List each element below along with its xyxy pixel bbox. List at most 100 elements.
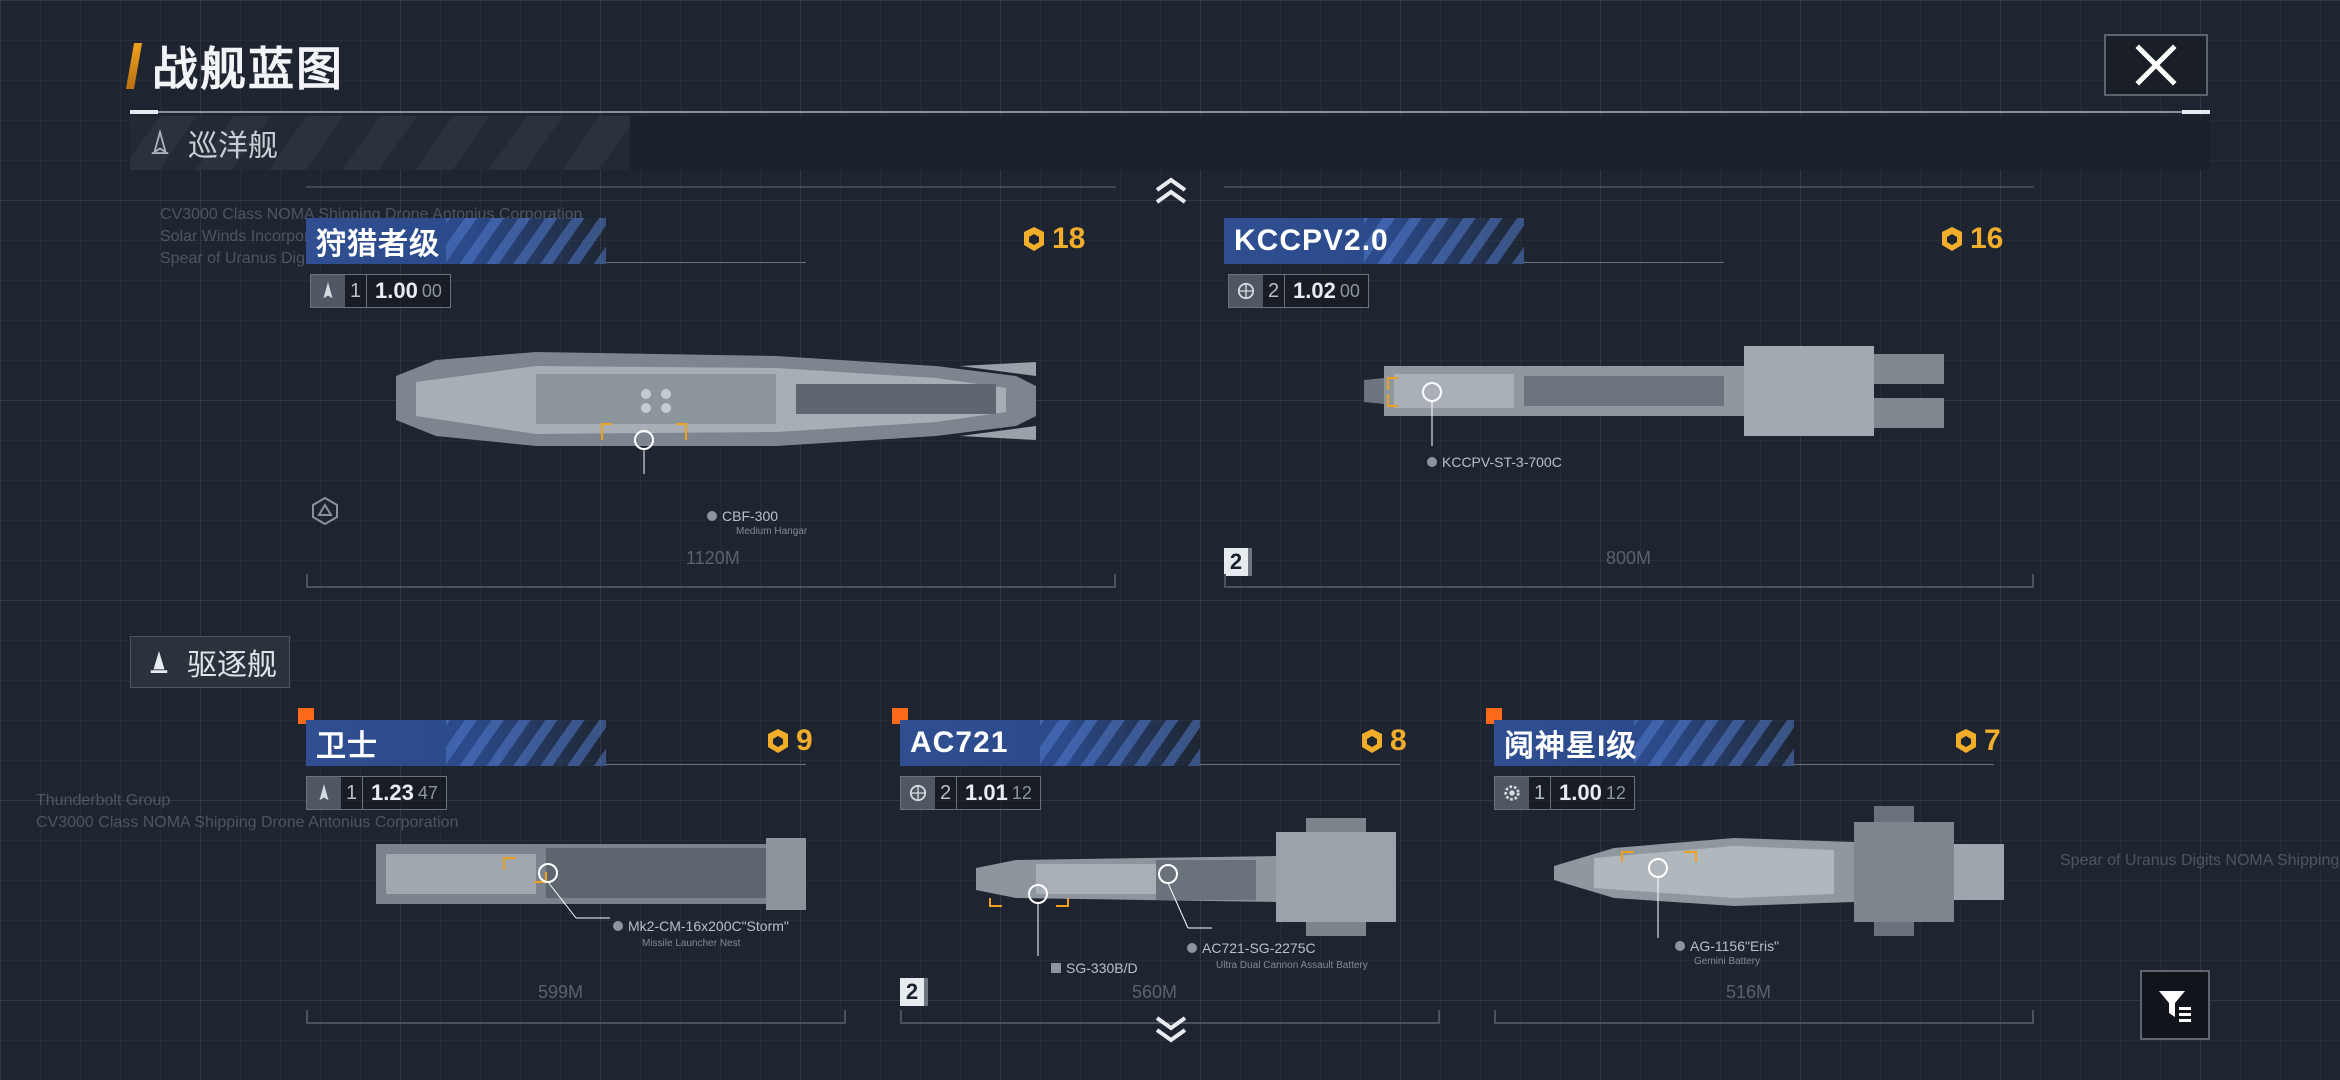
module-description: Gemini Battery — [1694, 956, 1761, 967]
module-icon — [1427, 457, 1437, 467]
stat-tier: 1 — [345, 275, 367, 307]
close-button[interactable] — [2104, 34, 2208, 96]
ship-length: 599M — [538, 982, 584, 1002]
section-label: 驱逐舰 — [187, 649, 277, 682]
bg-text: Solar Winds Incorporated — [160, 228, 341, 245]
ship-illustration — [396, 352, 1036, 474]
ship-illustration — [376, 838, 806, 919]
cost-badge: 18 — [1020, 222, 1085, 256]
module-icon — [1051, 963, 1061, 973]
globe-icon — [901, 777, 935, 809]
ship-card-destroyer-3[interactable]: 阋神星I级 7 1 1.00 12 AG-1156"Eris" Gemini B… — [1486, 706, 2034, 1024]
name-plate: 狩猎者级 — [306, 218, 806, 264]
ship-card-destroyer-2[interactable]: AC721 8 2 1.01 12 AC721-SG-2275C Ultra D… — [892, 706, 1440, 1024]
filter-icon — [2159, 991, 2191, 1022]
module-label: AC721-SG-2275C — [1186, 940, 1316, 956]
ship-silhouette-icon — [141, 644, 177, 680]
name-plate: KCCPV2.0 — [1224, 218, 1724, 264]
stat-sub: 12 — [1605, 782, 1626, 803]
cost-icon — [768, 729, 788, 753]
ship-name: 阋神星I级 — [1504, 730, 1638, 763]
stat-value: 1.00 — [375, 278, 418, 303]
stat-value: 1.01 — [965, 780, 1008, 805]
module-icon — [707, 511, 717, 521]
ship-length: 516M — [1726, 982, 1772, 1002]
gear-icon — [1495, 777, 1529, 809]
cruiser-type-icon — [311, 275, 345, 307]
stat-tier: 2 — [1263, 275, 1285, 307]
cost-icon — [1956, 729, 1976, 753]
scroll-down-icon[interactable] — [1151, 1014, 1191, 1044]
stat-value: 1.00 — [1559, 780, 1602, 805]
cost-value: 16 — [1970, 222, 2004, 255]
bg-text: CV3000 Class NOMA Shipping Drone Antoniu… — [36, 814, 459, 831]
module-icon — [1675, 941, 1685, 951]
section-label: 巡洋舰 — [188, 130, 278, 163]
ship-silhouette-icon — [142, 125, 178, 161]
cost-icon — [1024, 227, 1044, 251]
close-icon — [2135, 44, 2177, 86]
stat-sub: 00 — [1339, 280, 1360, 301]
ship-illustration — [976, 818, 1396, 956]
stat-tier: 1 — [1529, 777, 1551, 809]
cost-value: 18 — [1052, 222, 1086, 255]
module-label: KCCPV-ST-3-700C — [1426, 454, 1562, 470]
stat-sub: 12 — [1011, 782, 1032, 803]
ship-card-cruiser-1[interactable]: 狩猎者级 18 1 1.00 00 CBF-300 Medium Hangar … — [306, 176, 1116, 588]
page-title: 战舰蓝图 — [152, 43, 344, 95]
ship-card-destroyer-1[interactable]: 卫士 9 1 1.23 47 Mk2-CM-16x200C"Storm" Mis… — [298, 706, 846, 1024]
stat-row: 2 1.01 12 — [900, 776, 1041, 810]
module-label: AG-1156"Eris" — [1674, 938, 1779, 954]
module-description: Missile Launcher Nest — [642, 938, 741, 949]
globe-icon — [1229, 275, 1263, 307]
cost-badge: 8 — [1358, 724, 1407, 758]
scroll-up-icon[interactable] — [1151, 176, 1191, 206]
ship-length: 1120M — [686, 548, 740, 568]
cruiser-type-icon — [307, 777, 341, 809]
ship-name: AC721 — [910, 726, 1009, 759]
variant-badge: 2 — [900, 978, 928, 1006]
stat-row: 1 1.23 47 — [306, 776, 447, 810]
cost-value: 8 — [1390, 724, 1407, 757]
ship-name: 狩猎者级 — [316, 228, 440, 261]
cost-value: 7 — [1984, 724, 2001, 757]
header-divider — [130, 110, 2210, 114]
bg-text: Spear of Uranus Digital — [160, 250, 326, 267]
ship-length: 560M — [1132, 982, 1178, 1002]
stat-sub: 47 — [417, 782, 438, 803]
ship-illustration — [1364, 346, 1944, 446]
section-header-destroyer: 驱逐舰 — [130, 636, 290, 688]
page-header: 战舰蓝图 — [125, 40, 344, 95]
bg-text: Spear of Uranus Digits NOMA Shipping — [2060, 852, 2340, 869]
bg-text: Thunderbolt Group — [36, 792, 171, 809]
stat-value: 1.23 — [371, 780, 414, 805]
cost-icon — [1362, 729, 1382, 753]
section-header-cruiser: 巡洋舰 — [130, 116, 2210, 170]
stat-sub: 00 — [421, 280, 442, 301]
hex-icon — [312, 496, 338, 526]
cost-badge: 7 — [1952, 724, 2001, 758]
module-icon — [1187, 943, 1197, 953]
ship-length: 800M — [1606, 548, 1652, 568]
module-description: Ultra Dual Cannon Assault Battery — [1216, 960, 1368, 971]
name-plate: AC721 — [900, 720, 1400, 766]
cost-icon — [1942, 227, 1962, 251]
filter-button[interactable] — [2140, 970, 2210, 1040]
cost-badge: 16 — [1938, 222, 2003, 256]
stat-value: 1.02 — [1293, 278, 1336, 303]
ship-name: KCCPV2.0 — [1234, 224, 1389, 257]
variant-badge: 2 — [1224, 548, 1252, 576]
ship-card-cruiser-2[interactable]: KCCPV2.0 16 2 1.02 00 KCCPV-ST-3-700C 2 … — [1224, 176, 2034, 588]
stat-row: 2 1.02 00 — [1228, 274, 1369, 308]
module-description: Medium Hangar — [736, 526, 808, 537]
stat-tier: 1 — [341, 777, 363, 809]
cost-value: 9 — [796, 724, 813, 757]
module-icon — [613, 921, 623, 931]
ship-name: 卫士 — [316, 730, 378, 763]
stat-row: 1 1.00 00 — [310, 274, 451, 308]
stat-row: 1 1.00 12 — [1494, 776, 1635, 810]
ship-illustration — [1554, 806, 2004, 938]
stat-tier: 2 — [935, 777, 957, 809]
module-label-secondary: SG-330B/D — [1050, 960, 1138, 976]
module-label: CBF-300 — [706, 508, 778, 524]
